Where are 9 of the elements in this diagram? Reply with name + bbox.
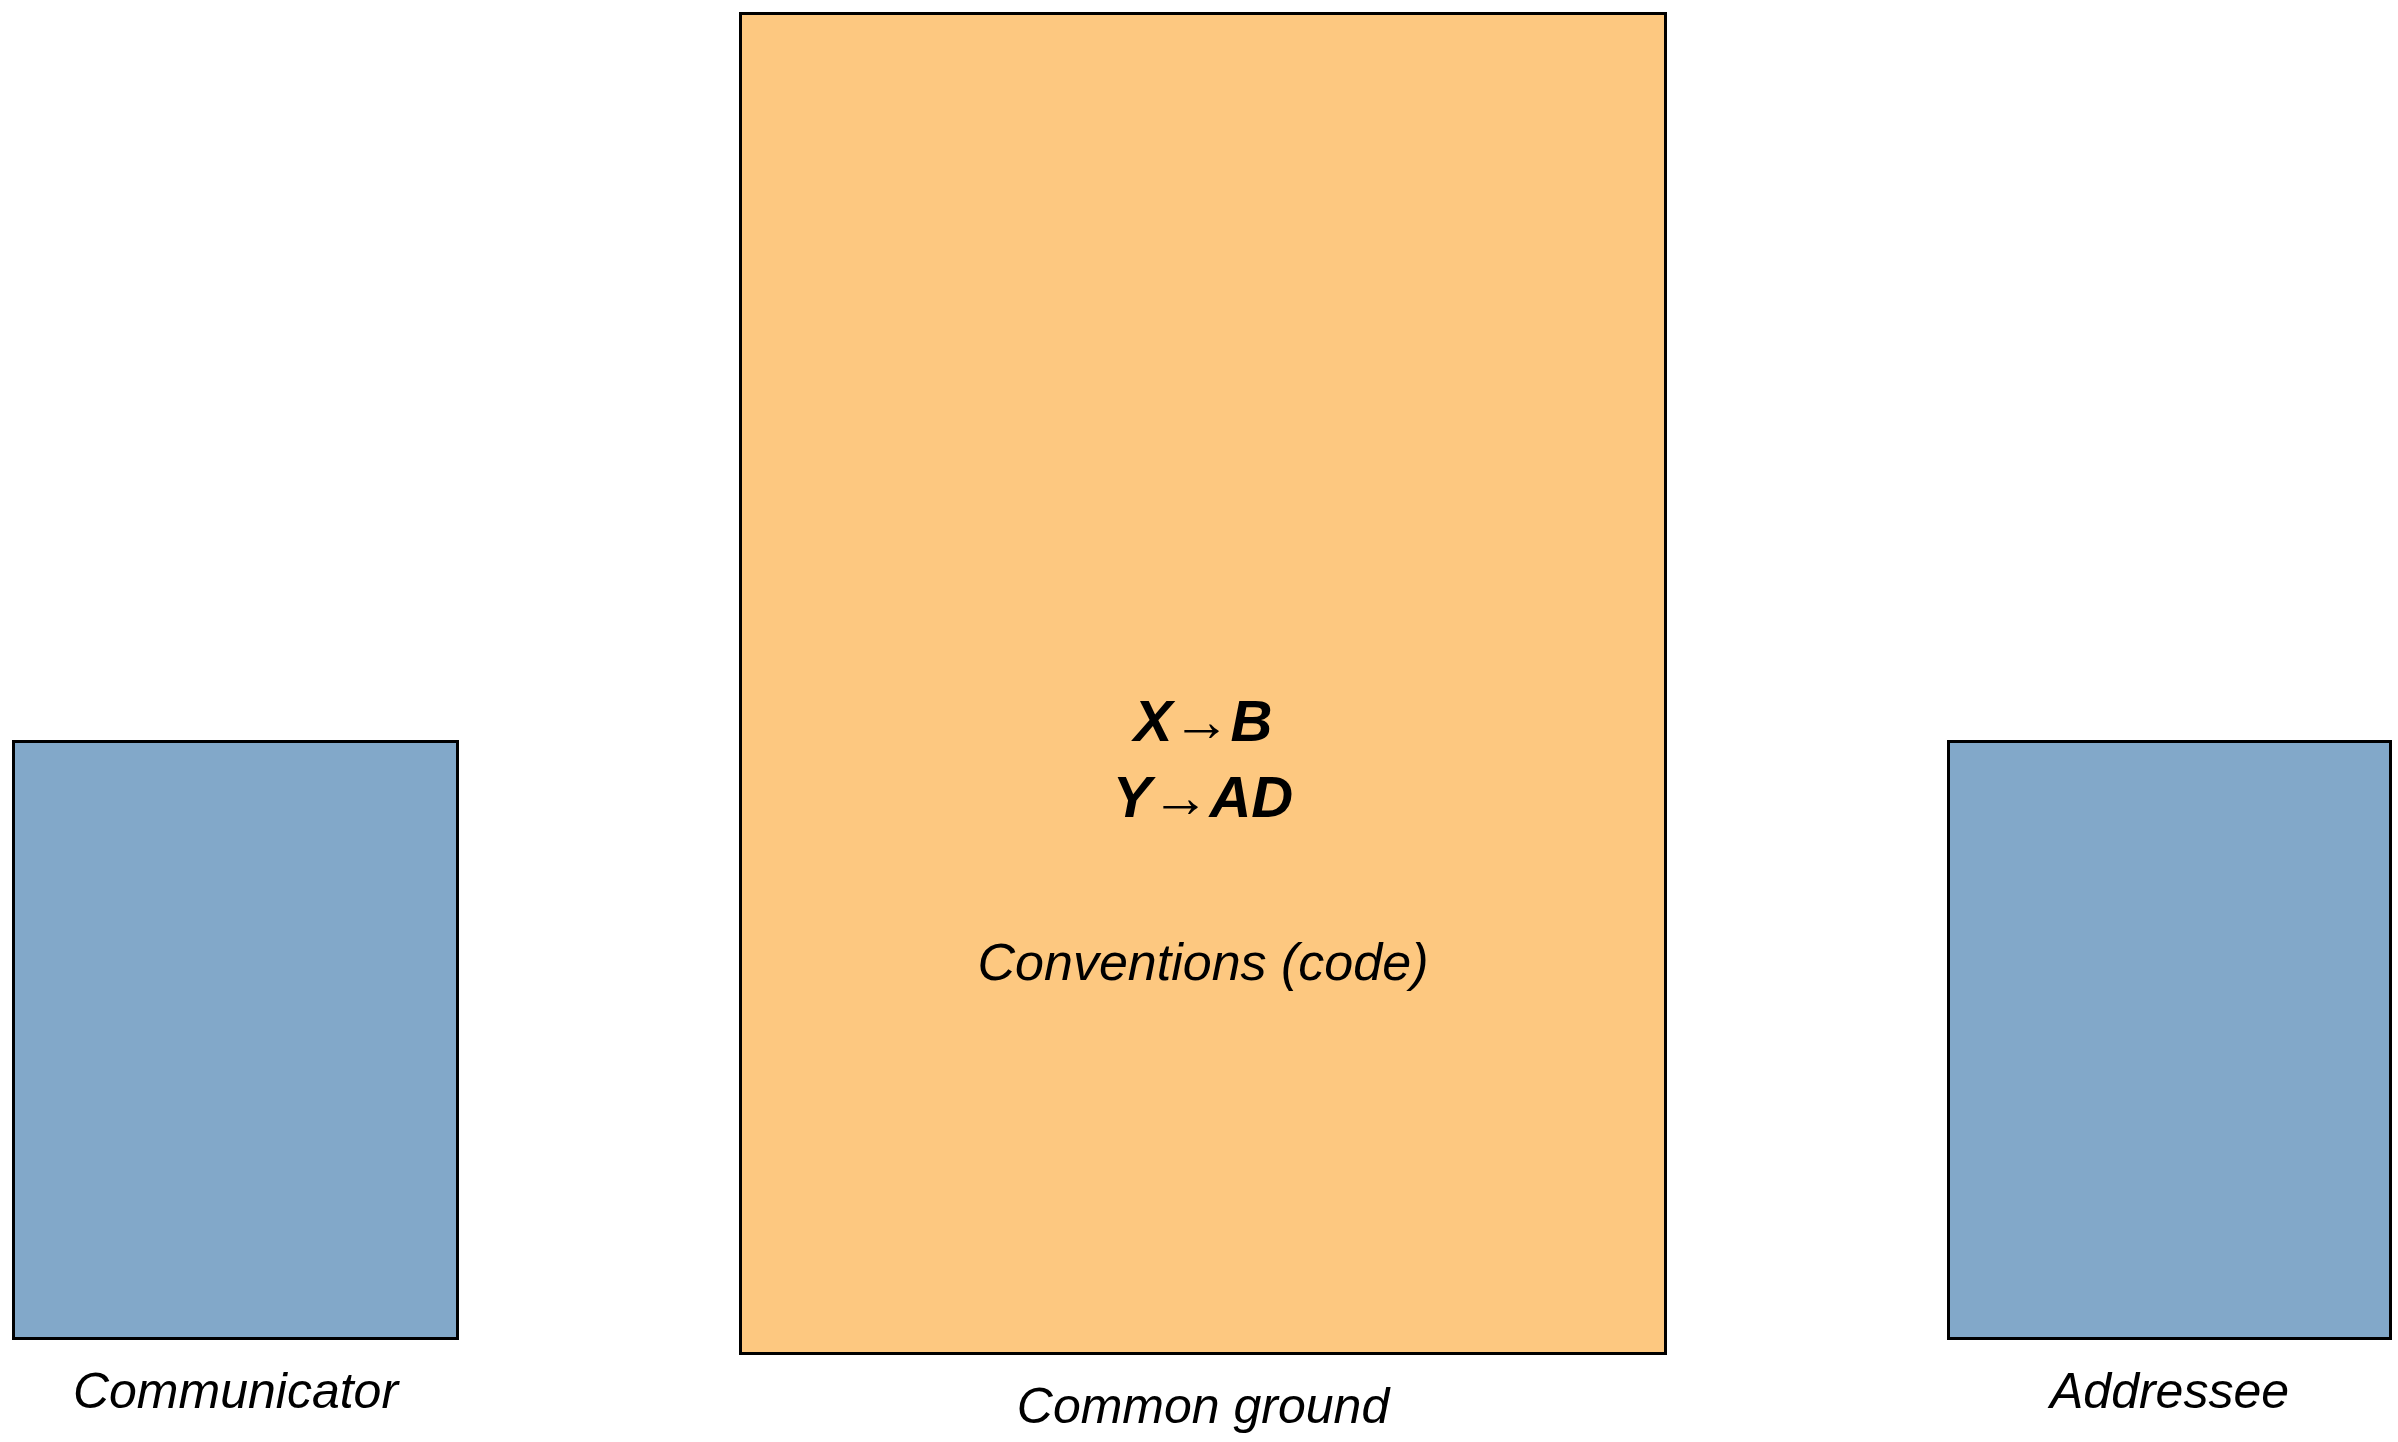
participant-box [12, 740, 459, 1340]
common-ground-box [739, 12, 1667, 1355]
box-label: Common ground [1015, 1377, 1392, 1436]
box-label: Addressee [2046, 1362, 2290, 1421]
rule-text: Y→AD [1111, 763, 1295, 831]
box-caption: Conventions (code) [976, 932, 1430, 993]
rule-text: X→B [1130, 687, 1274, 755]
box-label: Communicator [71, 1362, 401, 1421]
participant-box [1947, 740, 2392, 1340]
